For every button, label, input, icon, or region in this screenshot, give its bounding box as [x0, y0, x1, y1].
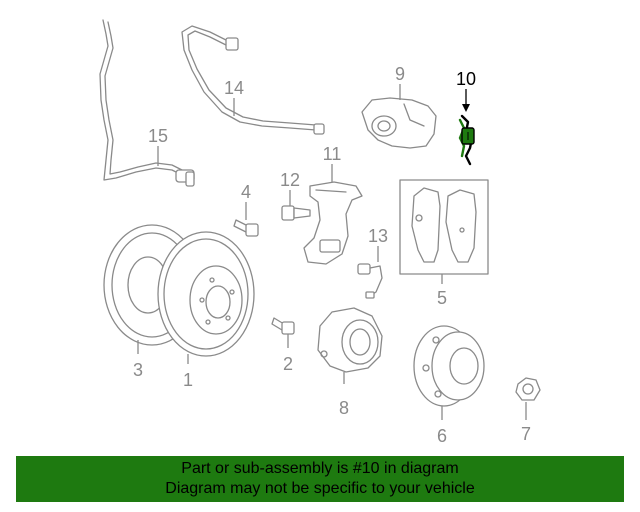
part-9-caliper [361, 97, 437, 149]
callout-5: 5 [437, 288, 447, 308]
callout-8: 8 [339, 398, 349, 418]
leader-10-arrowhead [462, 104, 470, 112]
callout-4: 4 [241, 182, 251, 202]
callout-13: 13 [368, 226, 388, 246]
part-6-wheel-hub [413, 325, 485, 407]
part-7-axle-nut [515, 377, 541, 401]
part-12-guide-bolt [281, 205, 311, 221]
part-2-bolt [271, 317, 295, 335]
banner-disclaimer-line: Diagram may not be specific to your vehi… [165, 480, 475, 497]
callout-10: 10 [456, 69, 476, 89]
callout-7: 7 [521, 424, 531, 444]
banner-part-line: Part or sub-assembly is #10 in diagram [181, 460, 459, 477]
callout-9: 9 [395, 64, 405, 84]
part-info-banner: Part or sub-assembly is #10 in diagram D… [16, 456, 624, 502]
part-13-wear-sensor [357, 263, 383, 299]
callout-3: 3 [133, 360, 143, 380]
callout-1: 1 [183, 370, 193, 390]
part-15-speed-sensor [99, 19, 195, 187]
part-5-brake-pads [399, 179, 489, 275]
callout-2: 2 [283, 354, 293, 374]
part-11-caliper-carrier [303, 181, 363, 265]
callout-6: 6 [437, 426, 447, 446]
callout-11: 11 [323, 144, 342, 164]
part-4-bolt [233, 219, 259, 237]
part-8-wheel-bearing [317, 307, 383, 373]
callout-14: 14 [224, 78, 244, 98]
part-10-spring-clip [458, 114, 475, 166]
callout-12: 12 [280, 170, 300, 190]
part-1-rotor [157, 231, 255, 357]
part-14-brake-hose [181, 25, 325, 135]
callout-15: 15 [148, 126, 168, 146]
